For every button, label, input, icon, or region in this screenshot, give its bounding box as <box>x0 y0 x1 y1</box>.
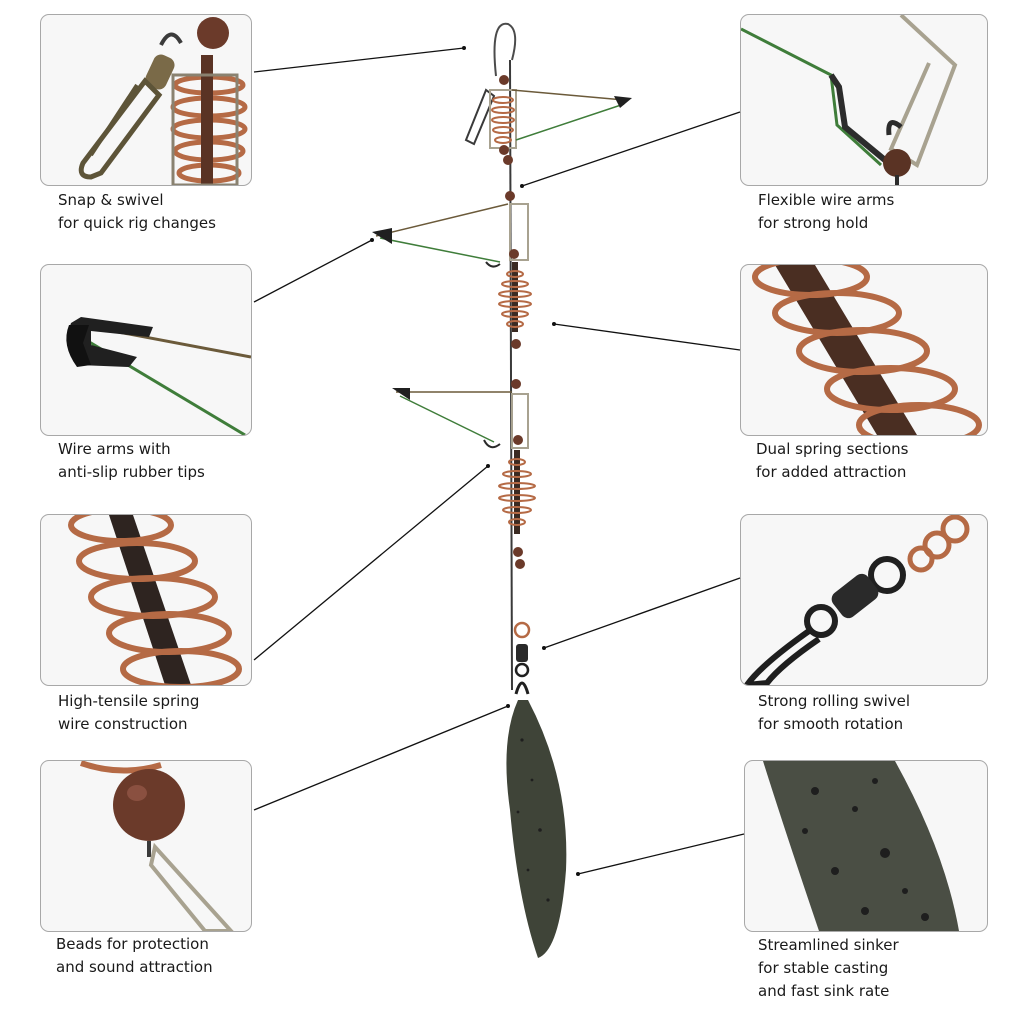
mid-green-wire-1 <box>379 237 501 263</box>
bead <box>511 379 521 389</box>
connector-line <box>553 323 741 351</box>
bead <box>499 75 509 85</box>
caption-line: Snap & swivel <box>58 191 164 209</box>
caption-line: Wire arms with <box>58 440 171 458</box>
swivel-ring-top <box>513 621 531 639</box>
mid-rubber-tip-1 <box>372 228 392 244</box>
mid-wire-arm-1 <box>375 203 509 237</box>
sinker-eye <box>514 681 530 695</box>
panel-sinker <box>744 760 988 932</box>
caption-line: and sound attraction <box>56 958 213 976</box>
top-rubber-tip <box>614 96 632 108</box>
sinker-speck <box>538 828 542 832</box>
mid-rubber-tip-2 <box>392 388 410 400</box>
top-loop <box>493 22 517 77</box>
caption-rubber-tips: Wire arms with anti-slip rubber tips <box>58 438 205 484</box>
caption-line: for smooth rotation <box>758 715 904 733</box>
sinker-speck <box>516 810 520 814</box>
caption-line: anti-slip rubber tips <box>58 463 205 481</box>
panel-beads <box>40 760 252 932</box>
bead <box>513 435 523 445</box>
bead <box>511 339 521 349</box>
connector-dot <box>576 872 580 876</box>
caption-beads: Beads for protection and sound attractio… <box>56 933 213 979</box>
connector-dot <box>462 46 466 50</box>
panel-rubber-tips <box>40 264 252 436</box>
caption-spring-wire: High-tensile spring wire construction <box>58 690 199 736</box>
connector-dot <box>370 238 374 242</box>
connector-line <box>253 465 489 661</box>
caption-line: for strong hold <box>758 214 869 232</box>
caption-line: for added attraction <box>756 463 907 481</box>
caption-line: and fast sink rate <box>758 982 890 1000</box>
mid-brass-clip-1 <box>509 203 529 261</box>
bead <box>505 191 515 201</box>
mid-hook-1 <box>485 261 501 268</box>
bead <box>515 559 525 569</box>
main-line <box>509 59 513 691</box>
connector-line <box>253 47 465 73</box>
caption-sinker: Streamlined sinker for stable casting an… <box>758 934 899 1003</box>
mid-green-wire-2 <box>399 395 495 443</box>
connector-line <box>253 705 509 811</box>
swivel-barrel <box>516 644 528 662</box>
caption-line: Strong rolling swivel <box>758 692 911 710</box>
caption-rolling-swivel: Strong rolling swivel for smooth rotatio… <box>758 690 910 736</box>
sinker-speck <box>530 778 534 782</box>
sinker-body <box>506 700 567 958</box>
caption-line: Flexible wire arms <box>758 191 895 209</box>
connector-line <box>543 577 741 649</box>
connector-dot <box>542 646 546 650</box>
bead <box>503 155 513 165</box>
sinker-speck <box>546 898 550 902</box>
top-green-wire <box>515 103 625 141</box>
top-wire-arm <box>511 89 625 101</box>
caption-line: Streamlined sinker <box>758 936 899 954</box>
top-snap <box>464 88 496 146</box>
caption-snap-swivel: Snap & swivel for quick rig changes <box>58 189 216 235</box>
mid-brass-clip-2 <box>511 393 529 449</box>
panel-spring-wire <box>40 514 252 686</box>
bead <box>513 547 523 557</box>
panel-snap-swivel <box>40 14 252 186</box>
caption-line: for stable casting <box>758 959 889 977</box>
panel-flexible-arms <box>740 14 988 186</box>
connector-dot <box>520 184 524 188</box>
caption-line: wire construction <box>58 715 188 733</box>
mid-hook-2 <box>483 439 501 449</box>
panel-dual-spring <box>740 264 988 436</box>
connector-line <box>253 239 373 303</box>
caption-dual-spring: Dual spring sections for added attractio… <box>756 438 909 484</box>
caption-flexible-arms: Flexible wire arms for strong hold <box>758 189 894 235</box>
caption-line: Beads for protection <box>56 935 209 953</box>
connector-line <box>577 833 745 875</box>
connector-dot <box>506 704 510 708</box>
panel-rolling-swivel <box>740 514 988 686</box>
sinker-speck <box>526 868 530 872</box>
bead <box>499 145 509 155</box>
connector-dot <box>486 464 490 468</box>
connector-dot <box>552 322 556 326</box>
connector-line <box>521 111 741 187</box>
caption-line: for quick rig changes <box>58 214 216 232</box>
bead <box>509 249 519 259</box>
sinker-speck <box>520 738 524 742</box>
caption-line: Dual spring sections <box>756 440 909 458</box>
swivel-ring-bottom <box>514 662 530 678</box>
spring-core-2 <box>514 450 520 534</box>
caption-line: High-tensile spring <box>58 692 200 710</box>
